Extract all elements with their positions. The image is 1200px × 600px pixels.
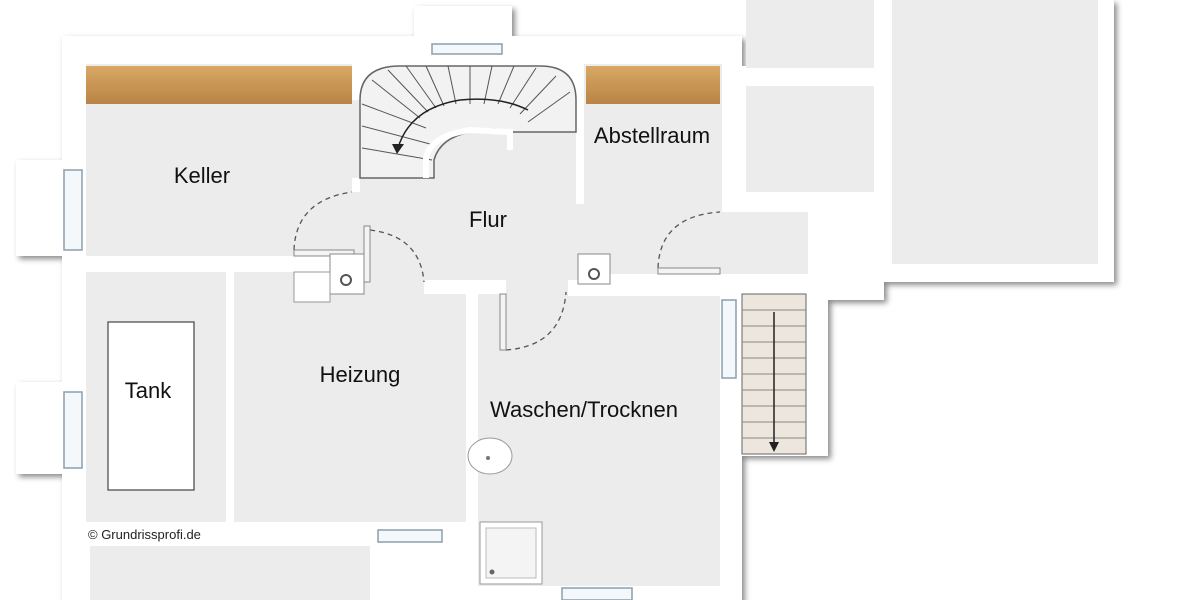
floor-outbuilding xyxy=(892,0,1098,264)
room-label-flur: Flur xyxy=(469,207,507,232)
washbasin-bowl xyxy=(467,437,513,475)
room-label-keller: Keller xyxy=(174,163,230,188)
wall-keller-heizung xyxy=(86,256,358,272)
spiral-stair-arrowhead xyxy=(392,144,404,154)
window-bay-left-upper xyxy=(16,160,72,256)
washbasin xyxy=(467,437,513,475)
chimneys xyxy=(293,253,611,303)
wall-flur-waschen-right xyxy=(568,280,744,294)
window-bay-left-lower xyxy=(16,382,72,474)
spiral-stair-outline xyxy=(359,65,577,179)
door-swing-corridor xyxy=(657,211,721,269)
wall-flur-waschen-left xyxy=(424,280,506,294)
door-leaf-keller xyxy=(293,249,355,257)
wall-right-corridor-top xyxy=(722,192,822,212)
wall-right-annex-mid xyxy=(740,68,874,86)
washbasin-drain xyxy=(486,456,490,460)
door-leaf-waschen xyxy=(499,293,507,351)
spiral-stair-handrail xyxy=(423,126,513,178)
chimney-flue-flur xyxy=(588,268,600,280)
floor-flur-corridor xyxy=(722,212,808,274)
window-waschen-right xyxy=(721,299,737,379)
door-swing-heizung xyxy=(369,229,425,283)
floor-bottom-strip xyxy=(90,546,370,600)
shower-tray-basin xyxy=(485,527,537,579)
spiral-stair-direction-arrow xyxy=(397,98,529,149)
wall-heizung-waschen xyxy=(466,284,478,524)
boiler-unit xyxy=(293,271,331,303)
door-swing-keller xyxy=(293,191,353,251)
straight-stair xyxy=(741,293,807,455)
door-swing-waschen xyxy=(505,291,567,351)
window-bottom xyxy=(377,529,443,543)
shower-drain xyxy=(489,569,495,575)
doors xyxy=(293,191,721,351)
window-waschen-bottom xyxy=(561,587,633,600)
floor-right-annex-top xyxy=(746,86,874,192)
door-leaf-heizung xyxy=(363,225,371,283)
door-leaf-corridor xyxy=(657,267,721,275)
spiral-stair xyxy=(359,65,577,179)
chimney-heizung xyxy=(329,253,365,295)
wall-abstell-flur xyxy=(576,64,584,204)
copyright-text: © Grundrissprofi.de xyxy=(88,527,201,542)
floor-right-annex-side xyxy=(746,0,874,68)
shower-tray xyxy=(479,521,543,585)
room-label-heizung: Heizung xyxy=(320,362,401,387)
room-label-waschen: Waschen/Trocknen xyxy=(490,397,678,422)
chimney-flue-heizung xyxy=(340,274,352,286)
window-left-lower xyxy=(63,391,83,469)
window-left-upper xyxy=(63,169,83,251)
shelf-abstellraum xyxy=(586,66,720,104)
wall-keller-flur xyxy=(352,178,360,192)
tank xyxy=(107,321,195,491)
room-label-abstellraum: Abstellraum xyxy=(594,123,710,148)
floor-heizung xyxy=(234,272,466,522)
windows xyxy=(63,43,737,600)
wall-tank-heizung xyxy=(226,272,234,522)
outer-wall-window-bump-top xyxy=(414,6,512,46)
room-label-tank: Tank xyxy=(125,378,172,403)
window-top xyxy=(431,43,503,55)
shelves xyxy=(86,66,720,104)
straight-stair-arrowhead xyxy=(769,442,779,452)
shelf-keller xyxy=(86,66,352,104)
